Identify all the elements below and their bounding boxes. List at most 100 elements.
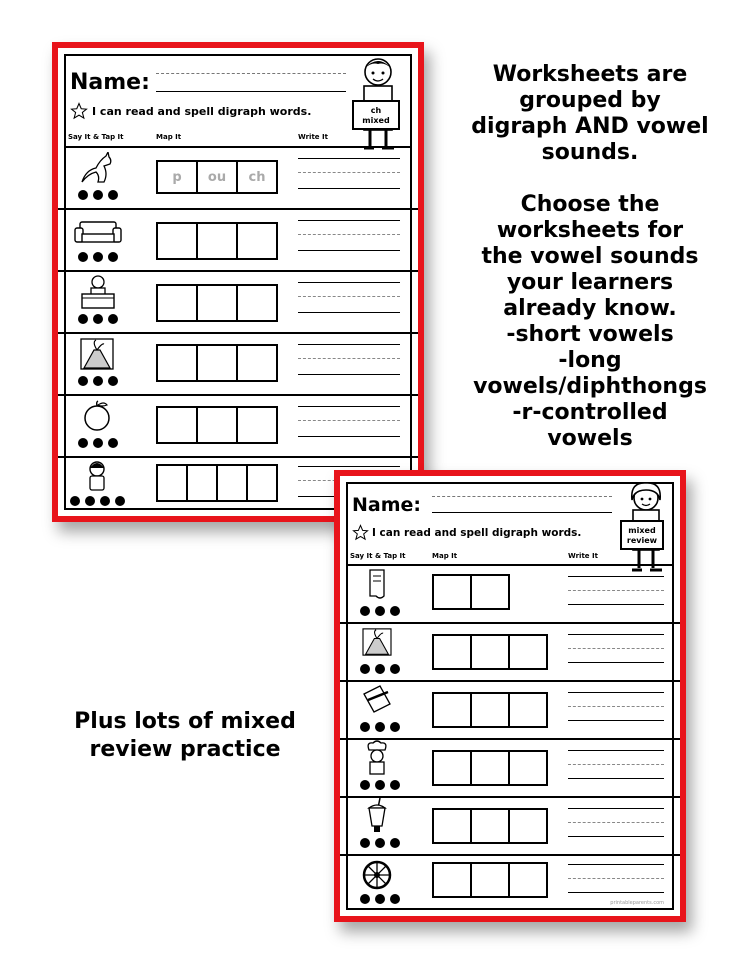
volcano-icon	[362, 628, 392, 656]
sound-dots	[360, 722, 400, 732]
write-lines	[298, 396, 400, 458]
column-write-it: Write It	[568, 552, 598, 560]
write-lines	[298, 272, 400, 334]
sound-dots	[78, 376, 118, 386]
worksheet-row	[340, 624, 680, 682]
sound-box	[216, 464, 248, 502]
sound-box	[432, 750, 472, 786]
name-label: Name:	[352, 494, 422, 516]
sound-box	[236, 406, 278, 444]
sound-box	[196, 222, 238, 260]
kangaroo-icon	[81, 152, 112, 183]
sound-box	[508, 808, 548, 844]
write-lines	[568, 856, 664, 912]
column-map-it: Map It	[432, 552, 458, 560]
column-map-it: Map It	[156, 133, 182, 141]
column-write-it: Write It	[298, 133, 328, 141]
sound-box	[508, 750, 548, 786]
chef-icon	[367, 740, 387, 775]
sound-box	[196, 406, 238, 444]
sound-boxes	[432, 750, 548, 786]
couch-icon	[74, 221, 122, 243]
write-lines	[568, 566, 664, 624]
sound-dots	[360, 894, 400, 904]
sound-box: p	[156, 160, 198, 194]
sound-box	[470, 862, 510, 898]
sound-boxes	[432, 862, 548, 898]
sound-boxes	[156, 406, 278, 444]
volcano-icon	[80, 338, 114, 370]
sound-box	[196, 344, 238, 382]
sound-box	[470, 692, 510, 728]
child-icon	[89, 461, 105, 491]
column-say-it: Say It & Tap It	[68, 133, 124, 141]
worksheet-row	[58, 396, 418, 458]
worksheet-row: p ou ch	[58, 148, 418, 210]
sound-box	[246, 464, 278, 502]
worksheet-row	[58, 334, 418, 396]
sound-box	[432, 808, 472, 844]
sound-dots	[360, 838, 400, 848]
peach-icon	[84, 400, 110, 431]
sound-box	[508, 862, 548, 898]
write-lines	[298, 210, 400, 272]
sound-box	[236, 344, 278, 382]
sound-box	[156, 464, 188, 502]
sound-dots	[360, 780, 400, 790]
star-icon	[352, 524, 369, 541]
footer-credit: printableparents.com	[610, 900, 664, 906]
sound-box: ou	[196, 160, 238, 194]
sound-boxes	[432, 808, 548, 844]
sound-box	[432, 692, 472, 728]
worksheet-ch-mixed: Name: I can read and spell digraph words…	[52, 42, 424, 522]
write-lines	[568, 682, 664, 740]
sound-dots	[78, 314, 118, 324]
milkshake-icon	[367, 798, 387, 832]
mixed-review-caption: Plus lots of mixed review practice	[74, 709, 296, 762]
worksheet-mixed-review: Name: I can read and spell digraph words…	[334, 470, 686, 922]
sound-dots	[78, 438, 118, 448]
sound-box	[470, 574, 510, 610]
worksheet-row	[58, 272, 418, 334]
worksheet-row	[340, 856, 680, 912]
sound-dots	[360, 664, 400, 674]
write-lines	[298, 334, 400, 396]
paper-pen-icon	[363, 685, 391, 713]
sound-box	[432, 634, 472, 670]
description-text: Worksheets are grouped by digraph AND vo…	[471, 62, 709, 451]
sound-box	[156, 344, 198, 382]
sound-dots	[360, 606, 400, 616]
worksheet-row	[340, 798, 680, 856]
column-say-it: Say It & Tap It	[350, 552, 406, 560]
worksheet-row	[58, 210, 418, 272]
sign-ch-mixed: ch mixed	[352, 100, 400, 130]
sound-box	[156, 406, 198, 444]
sound-boxes	[432, 692, 548, 728]
sound-box	[156, 222, 198, 260]
sound-dots	[78, 190, 118, 200]
write-lines	[298, 148, 400, 210]
sound-boxes: p ou ch	[156, 160, 278, 194]
learning-goal: I can read and spell digraph words.	[372, 527, 582, 539]
sound-box: ch	[236, 160, 278, 194]
worksheet-row	[340, 682, 680, 740]
write-lines	[568, 624, 664, 682]
sound-boxes	[156, 464, 278, 502]
sound-boxes	[156, 222, 278, 260]
sound-box	[236, 222, 278, 260]
sound-boxes	[156, 344, 278, 382]
name-label: Name:	[70, 70, 150, 95]
sound-dots	[70, 496, 125, 506]
wheel-icon	[362, 860, 392, 890]
star-icon	[70, 102, 88, 120]
sound-box	[156, 284, 198, 322]
sound-boxes	[432, 634, 548, 670]
sound-box	[508, 634, 548, 670]
sound-box	[186, 464, 218, 502]
sound-box	[470, 808, 510, 844]
sound-boxes	[432, 574, 510, 610]
sound-box	[236, 284, 278, 322]
sign-mixed-review: mixed review	[620, 520, 664, 550]
sound-box	[432, 574, 472, 610]
write-lines	[568, 740, 664, 798]
